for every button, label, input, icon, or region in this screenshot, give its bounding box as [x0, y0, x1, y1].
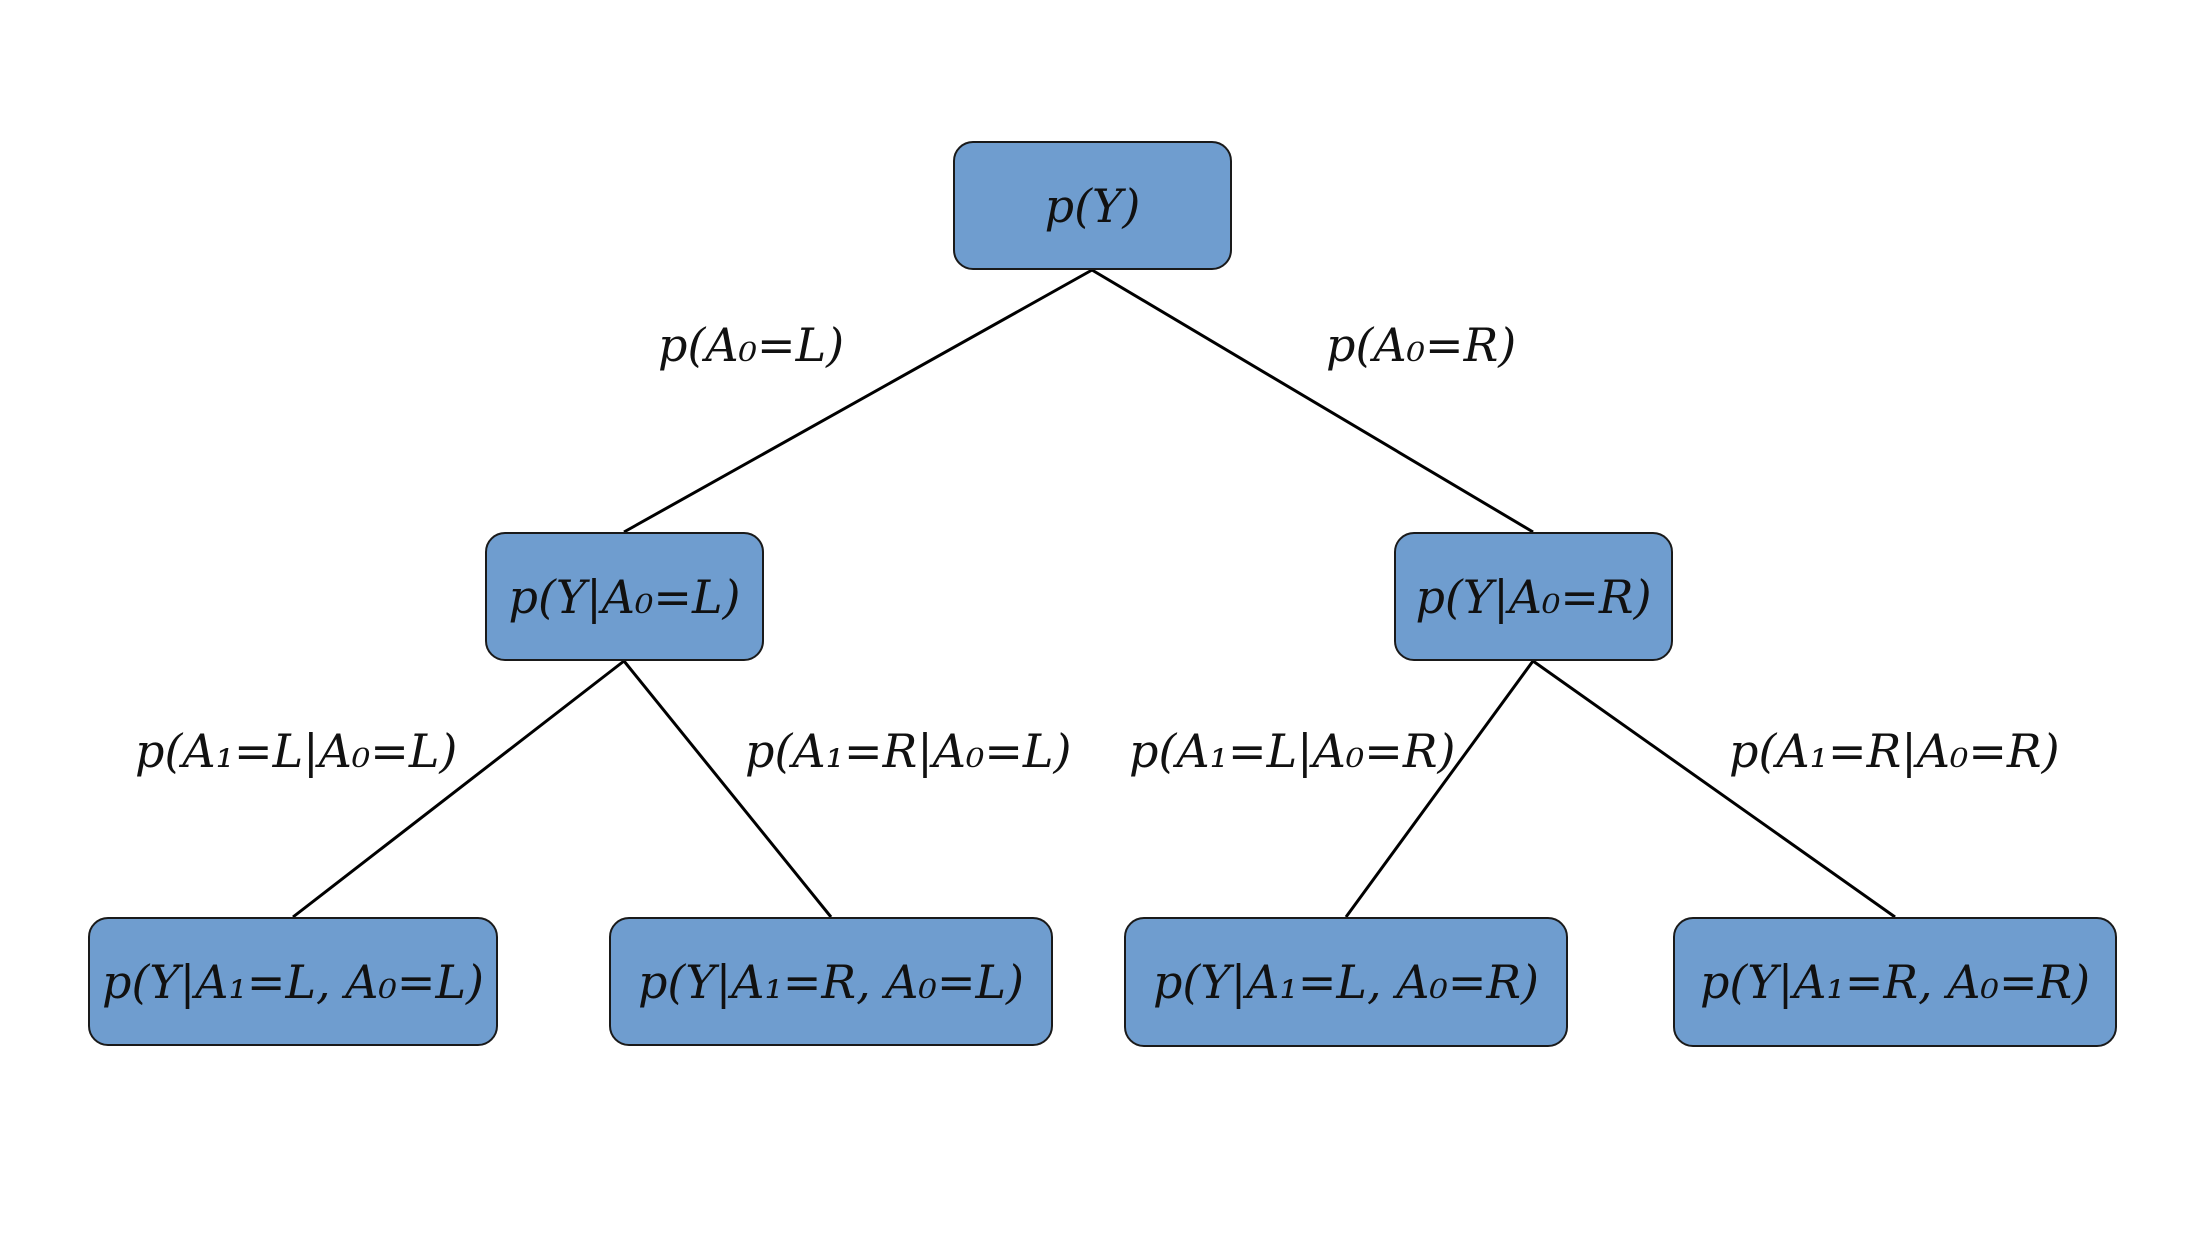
- node-a0-right: p(Y|A₀=R): [1394, 532, 1673, 661]
- node-a1-right-a0-left-label: p(Y|A₁=R, A₀=L): [637, 954, 1025, 1009]
- node-a1-left-a0-left: p(Y|A₁=L, A₀=L): [88, 917, 498, 1046]
- edge-left-to-left-right: [622, 660, 833, 918]
- node-a1-left-a0-right-label: p(Y|A₁=L, A₀=R): [1152, 955, 1540, 1009]
- node-a0-left: p(Y|A₀=L): [485, 532, 764, 661]
- node-a0-left-label: p(Y|A₀=L): [508, 569, 741, 624]
- node-a1-left-a0-right: p(Y|A₁=L, A₀=R): [1124, 917, 1568, 1047]
- node-a0-right-label: p(Y|A₀=R): [1415, 569, 1652, 624]
- edge-label-a0-left: p(A₀=L): [658, 318, 845, 372]
- edge-left-to-left-left: [292, 659, 625, 919]
- root-node: p(Y): [953, 141, 1232, 270]
- node-a1-right-a0-left: p(Y|A₁=R, A₀=L): [609, 917, 1053, 1046]
- edge-label-a0-right: p(A₀=R): [1326, 318, 1517, 372]
- edge-root-to-left: [623, 268, 1093, 534]
- edge-root-to-right: [1091, 268, 1534, 534]
- edge-label-a1-right-a0-right: p(A₁=R|A₀=R): [1729, 724, 2060, 778]
- node-a1-left-a0-left-label: p(Y|A₁=L, A₀=L): [102, 954, 484, 1009]
- node-a1-right-a0-right: p(Y|A₁=R, A₀=R): [1673, 917, 2117, 1047]
- edge-label-a1-right-a0-left: p(A₁=R|A₀=L): [745, 724, 1072, 778]
- edge-label-a1-left-a0-left: p(A₁=L|A₀=L): [135, 724, 458, 778]
- root-node-label: p(Y): [1044, 178, 1141, 233]
- edge-right-to-right-left: [1344, 660, 1535, 918]
- edge-label-a1-left-a0-right: p(A₁=L|A₀=R): [1129, 724, 1456, 778]
- edge-right-to-right-right: [1532, 659, 1896, 919]
- node-a1-right-a0-right-label: p(Y|A₁=R, A₀=R): [1699, 955, 2091, 1009]
